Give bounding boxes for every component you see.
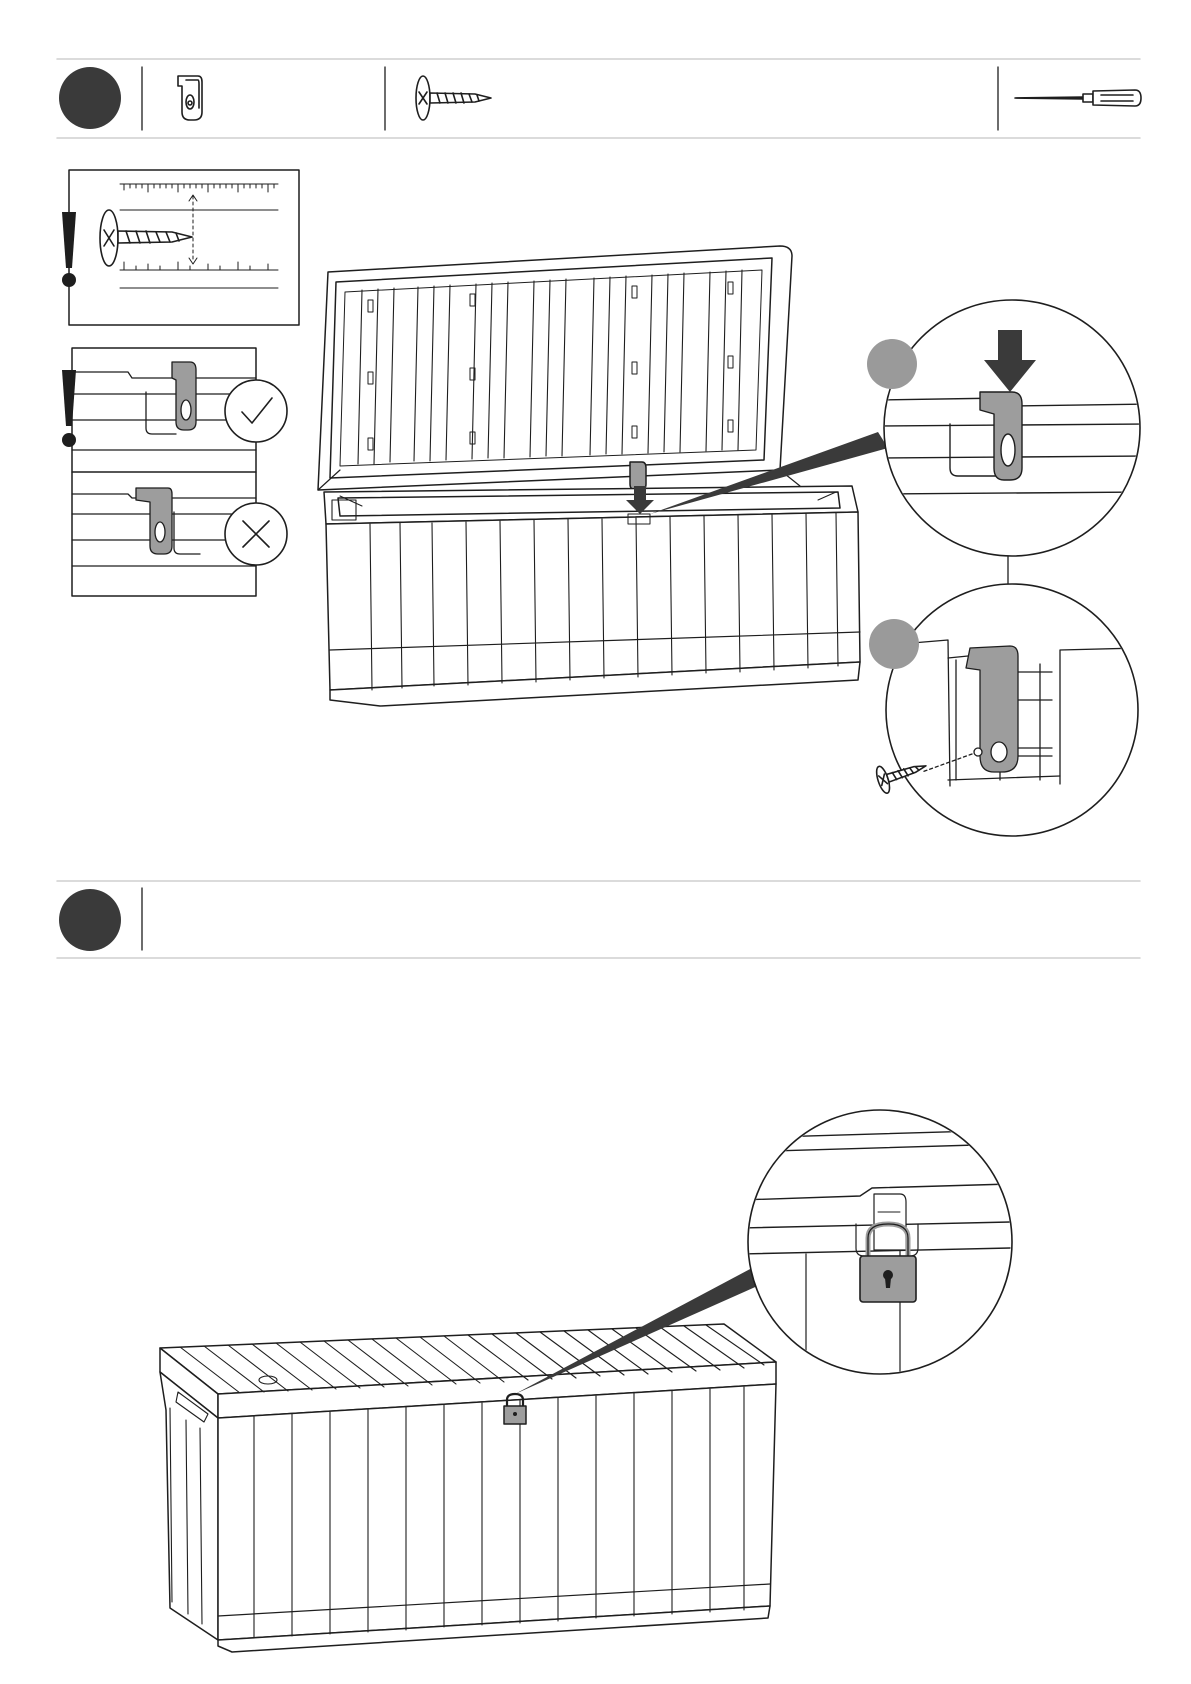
screw-icon <box>416 76 491 120</box>
step-2-marker <box>59 889 121 951</box>
detail-screw-clip <box>869 584 1140 836</box>
step-1-marker <box>59 67 121 129</box>
closed-storage-box <box>160 1324 776 1652</box>
check-icon <box>225 380 287 442</box>
latch-clip-icon <box>178 76 202 120</box>
clip-orientation-notice <box>62 348 287 596</box>
detail-push-clip <box>867 300 1150 556</box>
step-1-header <box>57 59 1141 138</box>
screwdriver-icon <box>1015 90 1141 106</box>
step-2-header <box>57 881 1140 958</box>
exclamation-icon <box>62 370 76 447</box>
screw-length-notice <box>62 170 299 325</box>
cross-icon <box>225 503 287 565</box>
detail-padlock <box>740 1110 1012 1380</box>
sub-step-marker <box>867 339 917 389</box>
sub-step-marker <box>869 619 919 669</box>
screw-icon <box>100 210 192 266</box>
